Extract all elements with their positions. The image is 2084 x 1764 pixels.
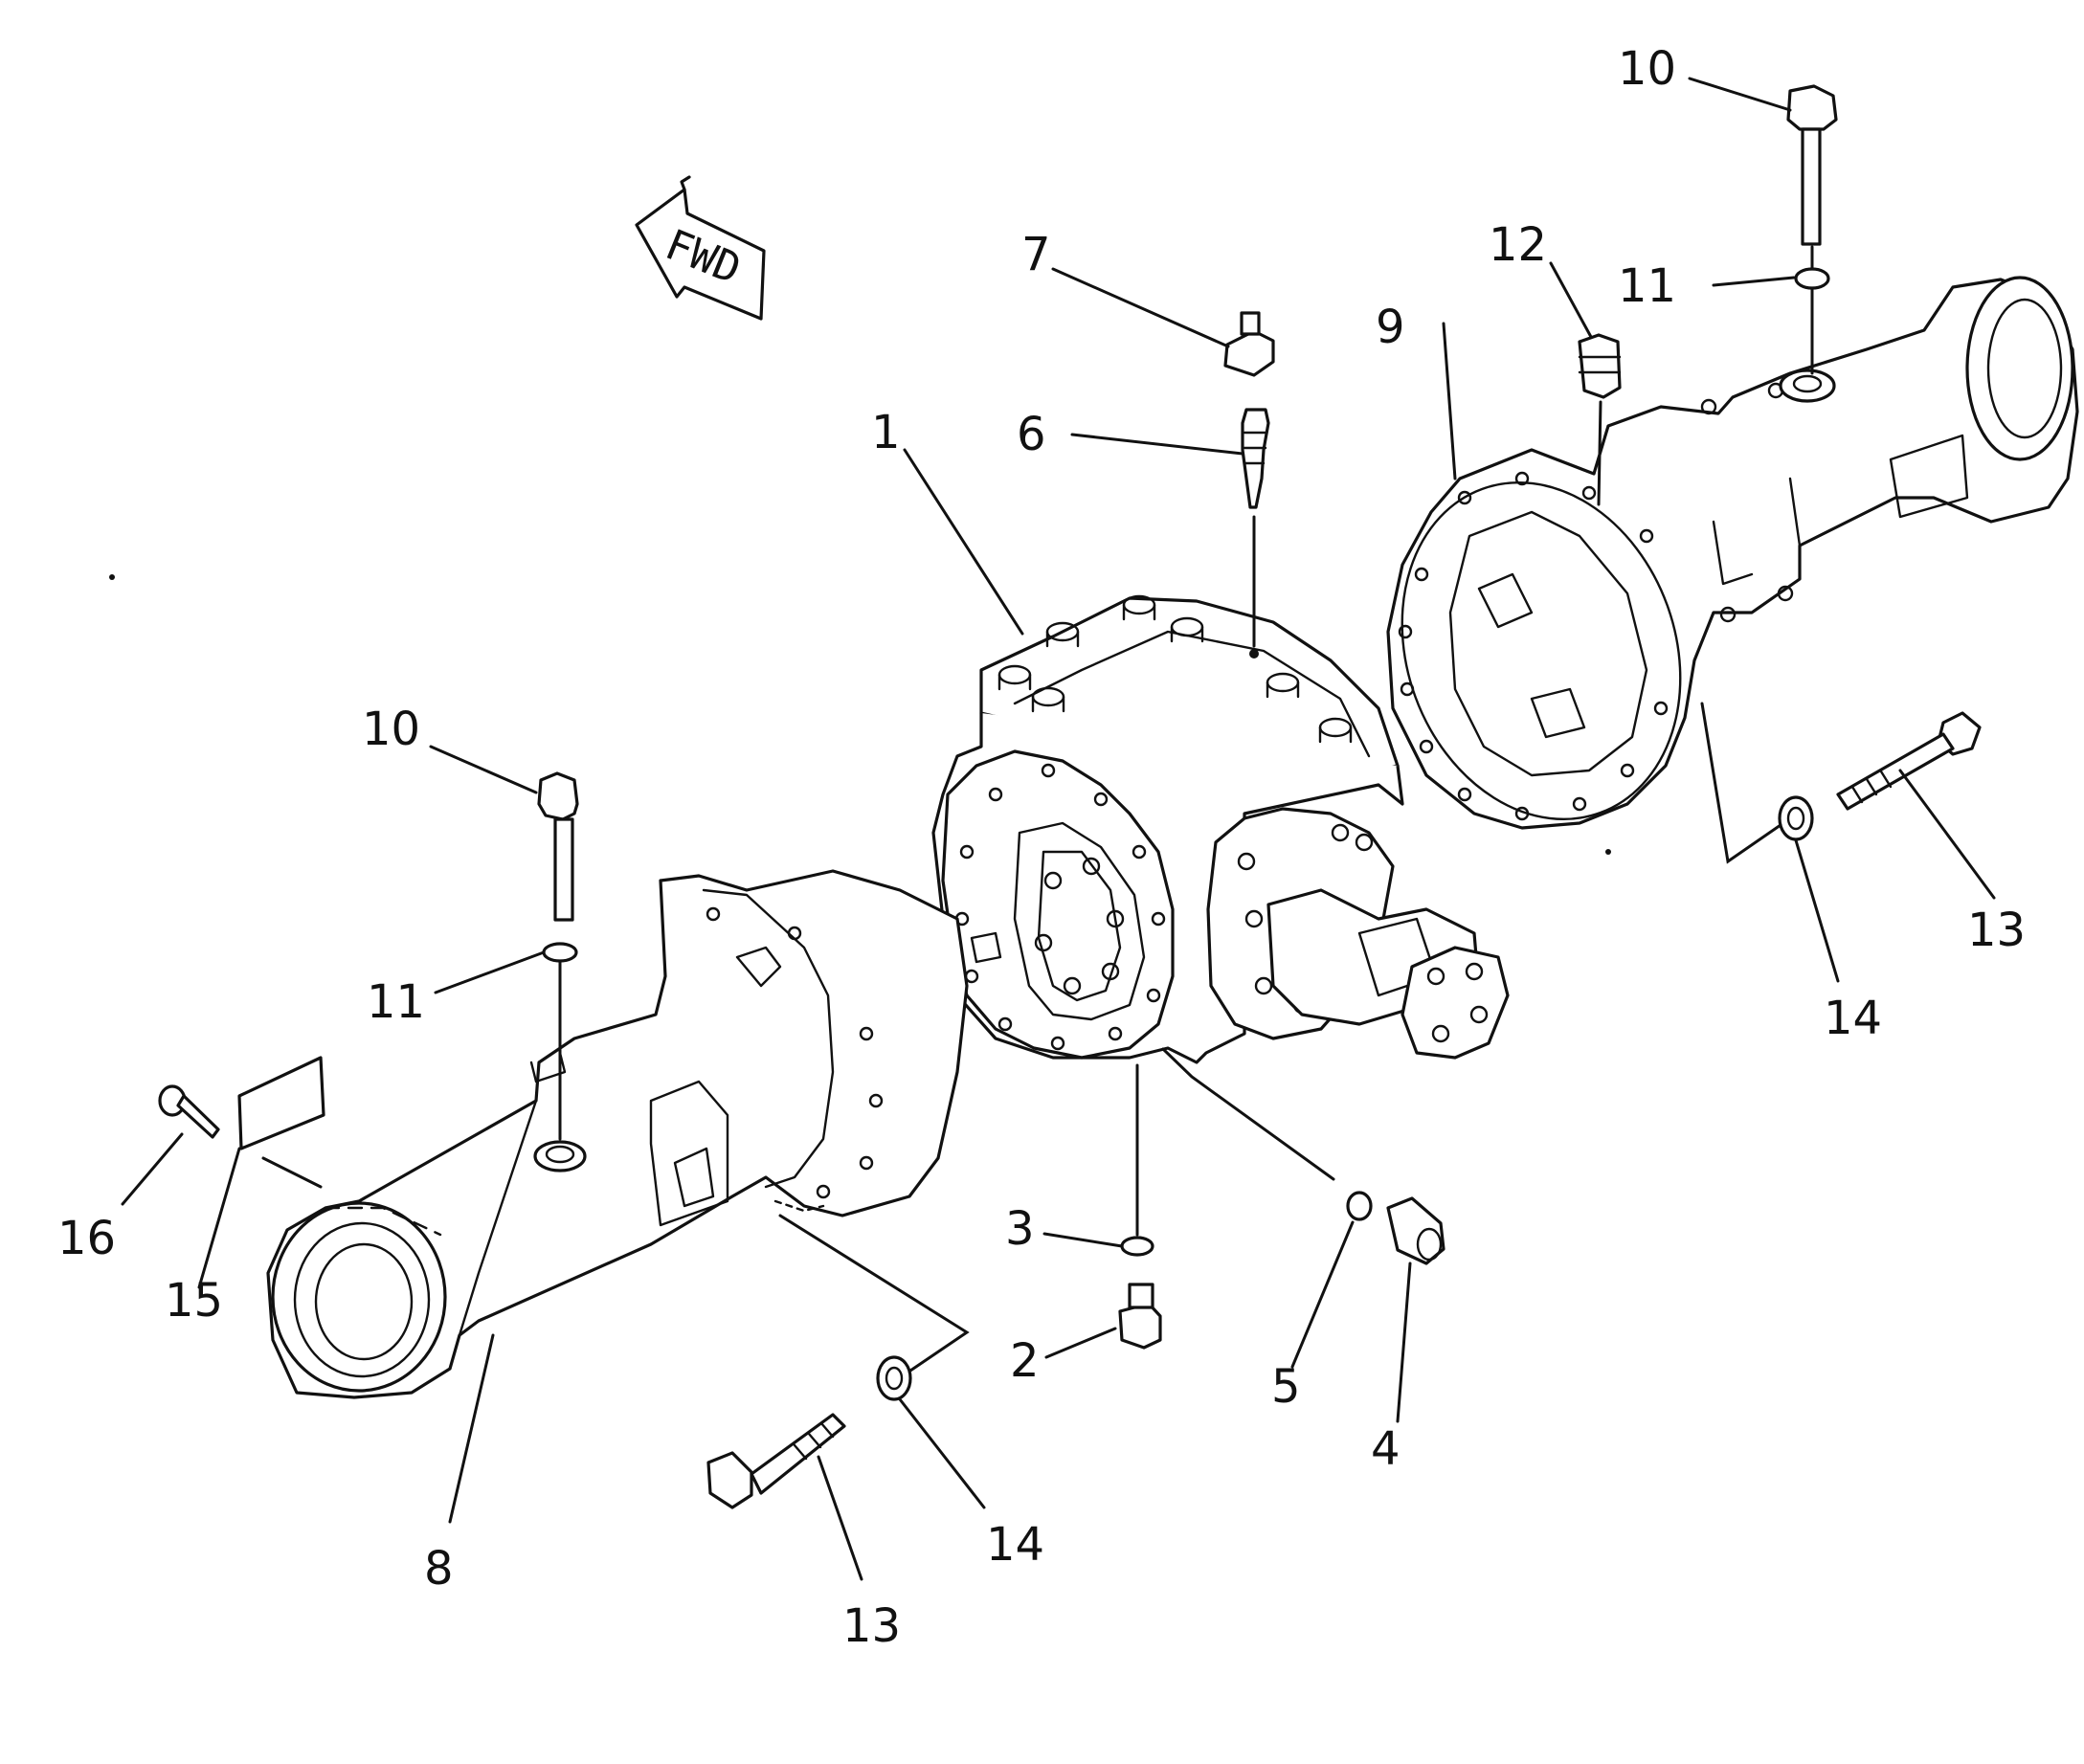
part-5-oring	[1346, 1191, 1373, 1221]
callout-8: 8	[424, 1542, 454, 1596]
part-12-plug	[1578, 333, 1622, 399]
part-16-screw	[158, 1084, 220, 1139]
fwd-direction-arrow: FWD	[635, 175, 766, 321]
callout-10-left: 10	[362, 703, 420, 756]
part-3-oring	[1120, 1236, 1154, 1257]
callout-labels: 1 2 3 4 5 6 7 8 9 10 10 11 11 12 13 13 1…	[57, 42, 2026, 1653]
callout-11-right: 11	[1618, 259, 1676, 313]
part-7-cap	[1223, 311, 1275, 377]
part-15-plate	[237, 1056, 325, 1150]
callout-5: 5	[1271, 1360, 1301, 1414]
part-2-plug	[1118, 1283, 1162, 1350]
part-4-plug	[1386, 1196, 1445, 1265]
callout-4: 4	[1371, 1422, 1401, 1476]
callout-6: 6	[1017, 408, 1046, 461]
part-14-right-washer	[1778, 795, 1814, 841]
left-axle-housing	[266, 869, 969, 1399]
part-10-left-bolt	[537, 771, 579, 922]
callout-13-left: 13	[842, 1599, 901, 1653]
part-6-breather	[1241, 408, 1270, 509]
callout-9: 9	[1376, 301, 1405, 354]
right-axle-housing	[1386, 276, 2079, 830]
leader-lines	[121, 77, 1996, 1581]
part-13-right-bolt	[1836, 711, 1982, 811]
callout-1: 1	[871, 406, 901, 459]
part-11-right-oring	[1794, 267, 1830, 290]
callout-16: 16	[57, 1212, 116, 1265]
part-13-left-bolt	[706, 1413, 846, 1509]
callout-10-right: 10	[1618, 42, 1676, 96]
callout-12: 12	[1489, 218, 1547, 272]
callout-14-right: 14	[1824, 992, 1882, 1045]
callout-13-right: 13	[1967, 904, 2026, 957]
part-14-left-washer	[876, 1355, 912, 1401]
callout-2: 2	[1010, 1334, 1040, 1388]
callout-11-left: 11	[367, 975, 425, 1029]
callout-15: 15	[165, 1274, 223, 1328]
part-11-left-oring	[542, 942, 578, 963]
differential-housing	[931, 594, 1510, 1064]
part-10-right-bolt	[1786, 84, 1838, 246]
callout-3: 3	[1005, 1202, 1035, 1256]
callout-7: 7	[1021, 228, 1051, 281]
callout-14-left: 14	[986, 1518, 1044, 1572]
